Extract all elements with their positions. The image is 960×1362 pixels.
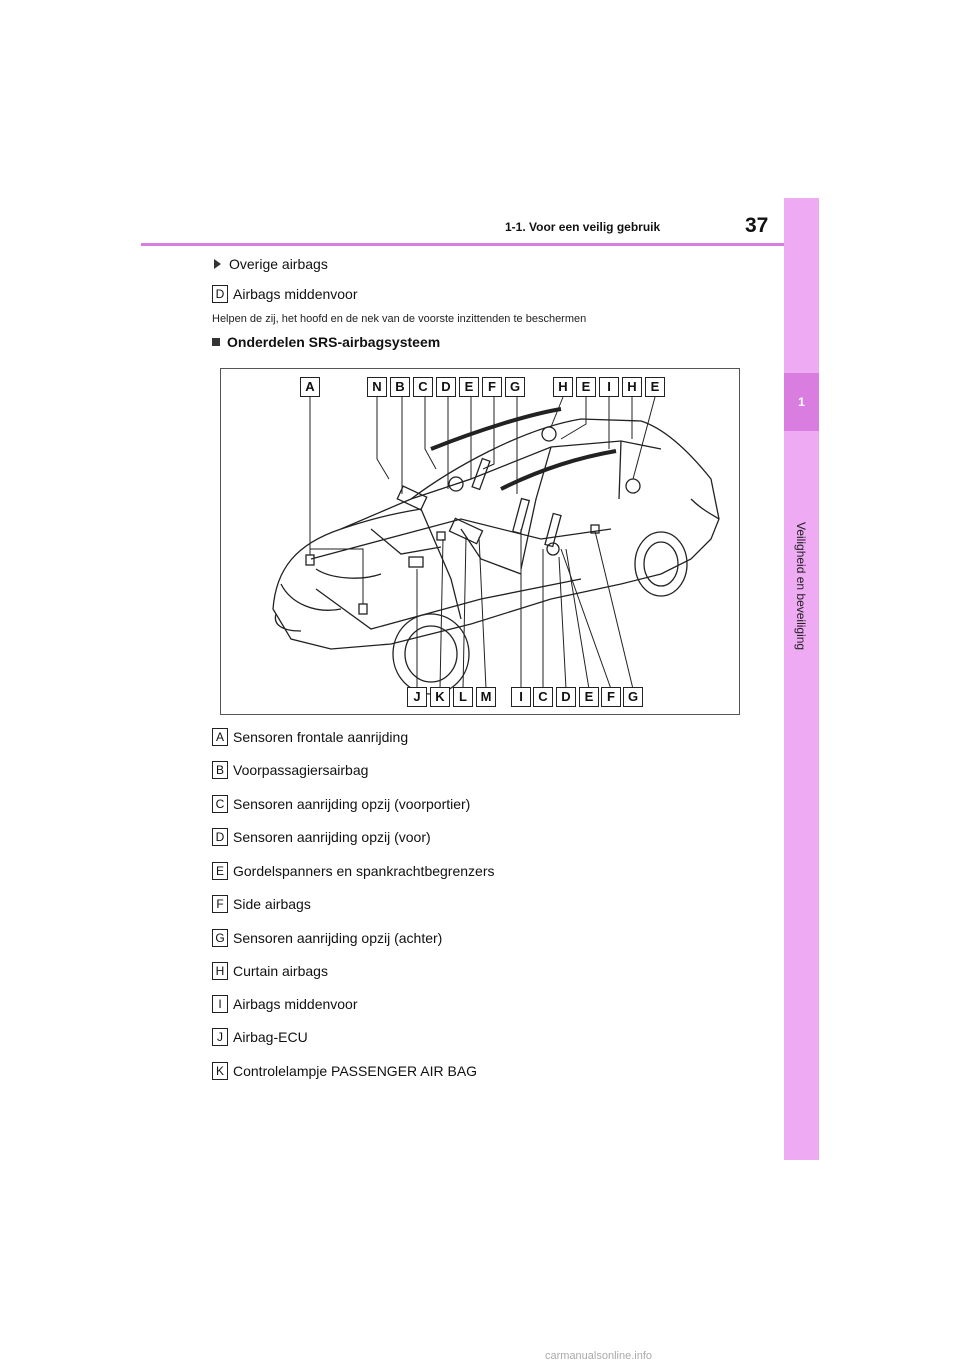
square-bullet-icon: [212, 338, 220, 346]
diagram-label-bottom: C: [533, 687, 553, 707]
diagram-label-top: C: [413, 377, 433, 397]
diagram-label-top: A: [300, 377, 320, 397]
legend-letter: F: [212, 895, 228, 913]
legend-letter: I: [212, 995, 228, 1013]
legend-letter: B: [212, 761, 228, 779]
diagram-label-top: I: [599, 377, 619, 397]
legend-text: Gordelspanners en spankrachtbegrenzers: [233, 863, 495, 879]
legend-text: Sensoren aanrijding opzij (voor): [233, 829, 431, 845]
item-letter-box: D: [212, 285, 228, 303]
diagram-label-bottom: I: [511, 687, 531, 707]
item-text: Airbags middenvoor: [233, 286, 358, 302]
diagram-label-top: E: [459, 377, 479, 397]
legend-letter: J: [212, 1028, 228, 1046]
legend-letter: C: [212, 795, 228, 813]
diagram-label-bottom: F: [601, 687, 621, 707]
diagram-label-top: F: [482, 377, 502, 397]
legend-letter: D: [212, 828, 228, 846]
bullet-other-airbags: Overige airbags: [212, 256, 328, 272]
components-heading: Onderdelen SRS-airbagsysteem: [212, 334, 440, 350]
legend-text: Sensoren aanrijding opzij (achter): [233, 930, 443, 946]
diagram-label-bottom: K: [430, 687, 450, 707]
diagram-label-top: D: [436, 377, 456, 397]
legend-letter: K: [212, 1062, 228, 1080]
diagram-label-top: E: [576, 377, 596, 397]
diagram-label-top: N: [367, 377, 387, 397]
diagram-label-bottom: D: [556, 687, 576, 707]
chapter-side-tab: [784, 198, 819, 1160]
legend-letter: G: [212, 929, 228, 947]
legend-text: Sensoren frontale aanrijding: [233, 729, 409, 745]
airbag-system-diagram: A N B C D E F G H E I H E J K L M I C D …: [220, 368, 740, 715]
chapter-number-badge: 1: [784, 373, 819, 431]
legend-letter: A: [212, 728, 228, 746]
diagram-label-bottom: E: [579, 687, 599, 707]
legend-letter: E: [212, 862, 228, 880]
legend-letter: H: [212, 962, 228, 980]
diagram-label-top: E: [645, 377, 665, 397]
diagram-label-bottom: J: [407, 687, 427, 707]
legend-text: Curtain airbags: [233, 963, 328, 979]
car-illustration: [272, 396, 720, 695]
footer-watermark: carmanualsonline.info: [545, 1350, 653, 1362]
diagram-label-top: H: [553, 377, 573, 397]
legend-text: Voorpassagiersairbag: [233, 762, 369, 778]
diagram-label-bottom: L: [453, 687, 473, 707]
diagram-label-top: G: [505, 377, 525, 397]
chapter-title: Veiligheid en beveiliging: [794, 522, 808, 651]
legend-text: Airbags middenvoor: [233, 996, 358, 1012]
header-divider: [141, 243, 784, 246]
bullet-text: Overige airbags: [229, 256, 328, 272]
legend-text: Sensoren aanrijding opzij (voorportier): [233, 796, 471, 812]
legend-text: Controlelampje PASSENGER AIR BAG: [233, 1063, 478, 1079]
page-number: 37: [745, 214, 769, 237]
components-heading-text: Onderdelen SRS-airbagsysteem: [227, 334, 441, 350]
section-title: 1-1. Voor een veilig gebruik: [505, 220, 661, 234]
legend-text: Side airbags: [233, 896, 311, 912]
triangle-bullet-icon: [214, 259, 221, 269]
diagram-label-top: B: [390, 377, 410, 397]
diagram-label-bottom: G: [623, 687, 643, 707]
item-note: Helpen de zij, het hoofd en de nek van d…: [212, 313, 587, 325]
legend-text: Airbag-ECU: [233, 1029, 308, 1045]
diagram-label-top: H: [622, 377, 642, 397]
diagram-label-bottom: M: [476, 687, 496, 707]
